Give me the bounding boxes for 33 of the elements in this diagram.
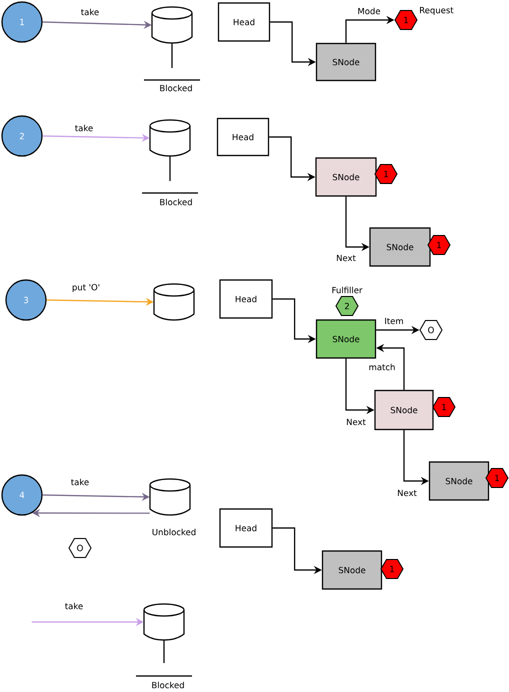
- list-box: SNode: [322, 550, 382, 590]
- list-box: SNode: [316, 319, 376, 359]
- cylinder: [153, 283, 195, 321]
- edge-label: take: [70, 478, 90, 486]
- edge-label: Next: [345, 418, 367, 426]
- status-label: Blocked: [160, 198, 192, 206]
- list-box: Head: [219, 279, 273, 319]
- status-label: Blocked: [160, 84, 192, 92]
- list-box: Head: [218, 2, 270, 42]
- status-label: Unblocked: [152, 528, 196, 536]
- cylinder: [151, 6, 193, 44]
- edge-label: Next: [396, 488, 418, 498]
- status-label: Blocked: [152, 682, 184, 688]
- cylinder: [149, 478, 191, 516]
- edge-label: match: [368, 362, 396, 372]
- list-box: SNode: [316, 42, 376, 82]
- list-box: SNode: [374, 390, 434, 430]
- list-box: SNode: [315, 157, 377, 197]
- list-box: SNode: [369, 227, 431, 267]
- edge-label: Item: [383, 316, 405, 326]
- edge-label: take: [64, 602, 84, 610]
- list-box: SNode: [428, 461, 490, 501]
- list-box: Head: [219, 508, 273, 548]
- edge-label: take: [80, 8, 100, 16]
- cylinder: [149, 119, 191, 157]
- edge-label: put 'O': [70, 282, 102, 294]
- edge-label: Next: [335, 254, 357, 262]
- status-label: Request: [420, 7, 454, 15]
- status-label: Fulfiller: [332, 286, 362, 294]
- cylinder: [143, 603, 185, 641]
- edge-label: take: [74, 124, 94, 132]
- list-box: Head: [216, 118, 270, 156]
- edge-label: Mode: [356, 6, 382, 16]
